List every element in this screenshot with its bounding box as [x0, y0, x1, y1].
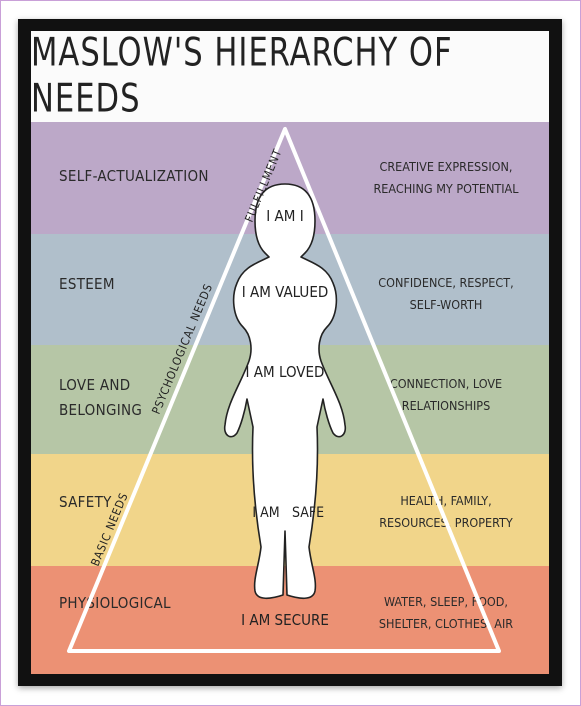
label-psychological-needs: PSYCHOLOGICAL NEEDS: [149, 281, 216, 416]
statement-i-am-secure: I AM SECURE: [241, 611, 329, 629]
statement-i-am-safe-right: SAFE: [292, 505, 324, 521]
level-name: SAFETY: [59, 493, 112, 511]
statement-i-am-loved: I AM LOVED: [246, 363, 325, 381]
pyramid-triangle: [67, 127, 501, 653]
statement-i-am-safe-left: I AM: [252, 505, 279, 521]
level-needs: CREATIVE EXPRESSION, REACHING MY POTENTI…: [373, 159, 519, 196]
child-silhouette: [223, 183, 347, 600]
level-name: LOVE AND BELONGING: [59, 376, 143, 419]
level-needs: CONFIDENCE, RESPECT, SELF-WORTH: [378, 275, 514, 312]
poster: MASLOW'S HIERARCHY OF NEEDS SELF-ACTUALI…: [31, 31, 549, 674]
level-name: ESTEEM: [59, 275, 115, 293]
statement-i-am-valued: I AM VALUED: [242, 283, 328, 301]
level-name: SELF-ACTUALIZATION: [59, 167, 209, 185]
level-needs: CONNECTION, LOVE RELATIONSHIPS: [389, 376, 503, 413]
statement-i-am-i: I AM I: [266, 207, 303, 225]
diagram-overlay: I AM I I AM VALUED I AM LOVED I AM SAFE …: [67, 127, 501, 653]
poster-title: MASLOW'S HIERARCHY OF NEEDS: [31, 31, 453, 122]
